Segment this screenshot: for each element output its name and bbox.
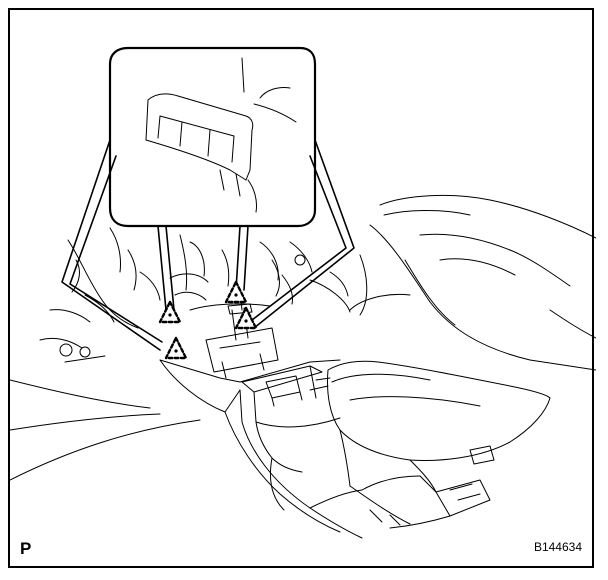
inset-clip-detail: [145, 57, 297, 213]
figure-code: B144634: [533, 540, 582, 554]
figure-frame: [8, 8, 596, 568]
armrest-lid: [309, 360, 551, 461]
clip-callout-markers: [158, 280, 258, 360]
dashboard-wiring: [10, 227, 201, 481]
corner-mark: P: [20, 539, 32, 558]
claw-clip-icon: [158, 300, 182, 324]
shift-lever-area: [205, 303, 279, 379]
clip-marker-dots: [168, 293, 248, 353]
seat-outline: [349, 194, 596, 371]
console-removal-illustration: [10, 46, 596, 539]
claw-clip-icon: [224, 280, 248, 304]
rear-console: [309, 429, 495, 529]
inset-leader-lines: [61, 139, 355, 351]
center-console: [159, 359, 363, 539]
claw-clip-icon: [234, 306, 258, 330]
zoom-inset: [108, 46, 317, 228]
claw-clip-icon: [164, 336, 188, 360]
